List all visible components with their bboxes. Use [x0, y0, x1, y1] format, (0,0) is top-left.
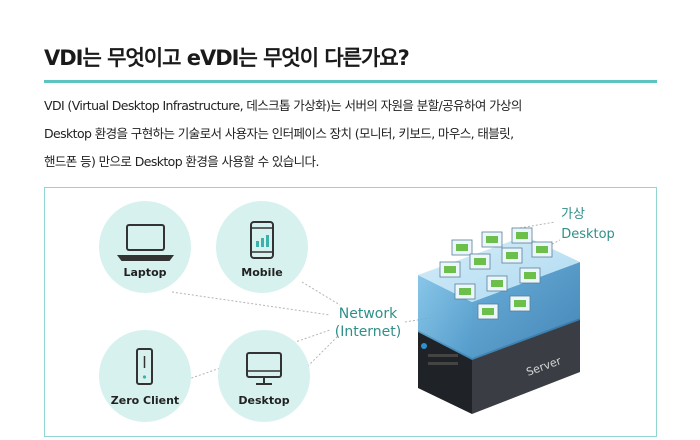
laptop-node: Laptop: [99, 201, 191, 293]
mobile-node: Mobile: [216, 201, 308, 293]
description-line: Desktop 환경을 구현하는 기술로서 사용자는 인터페이스 장치 (모니터…: [44, 126, 514, 141]
page-heading: VDI는 무엇이고 eVDI는 무엇이 다른가요?: [44, 46, 410, 70]
laptop-label: Laptop: [124, 266, 167, 279]
mobile-icon: [250, 221, 274, 259]
laptop-icon: [117, 224, 174, 261]
server-side: [472, 318, 580, 414]
virtual-desktop-label: Desktop: [561, 227, 615, 242]
desktop-node: Desktop: [218, 330, 310, 422]
network-label: Network: [339, 306, 398, 322]
desktop-label: Desktop: [238, 394, 289, 407]
virtual-desktop-monitors: [439, 227, 553, 320]
heading-underline: [44, 80, 657, 83]
virtual-label: 가상: [561, 207, 585, 222]
zero-client-icon: [136, 348, 153, 385]
server-graphic: Server: [418, 227, 580, 414]
description-line: 핸드폰 등) 만으로 Desktop 환경을 사용할 수 있습니다.: [44, 154, 319, 169]
zero-client-node: Zero Client: [99, 330, 191, 422]
description-line: VDI (Virtual Desktop Infrastructure, 데스크…: [44, 98, 522, 113]
desktop-icon: [246, 352, 282, 385]
internet-label: (Internet): [335, 324, 402, 340]
zero-client-label: Zero Client: [111, 394, 179, 407]
description: VDI (Virtual Desktop Infrastructure, 데스크…: [44, 92, 664, 176]
mobile-label: Mobile: [241, 266, 282, 279]
